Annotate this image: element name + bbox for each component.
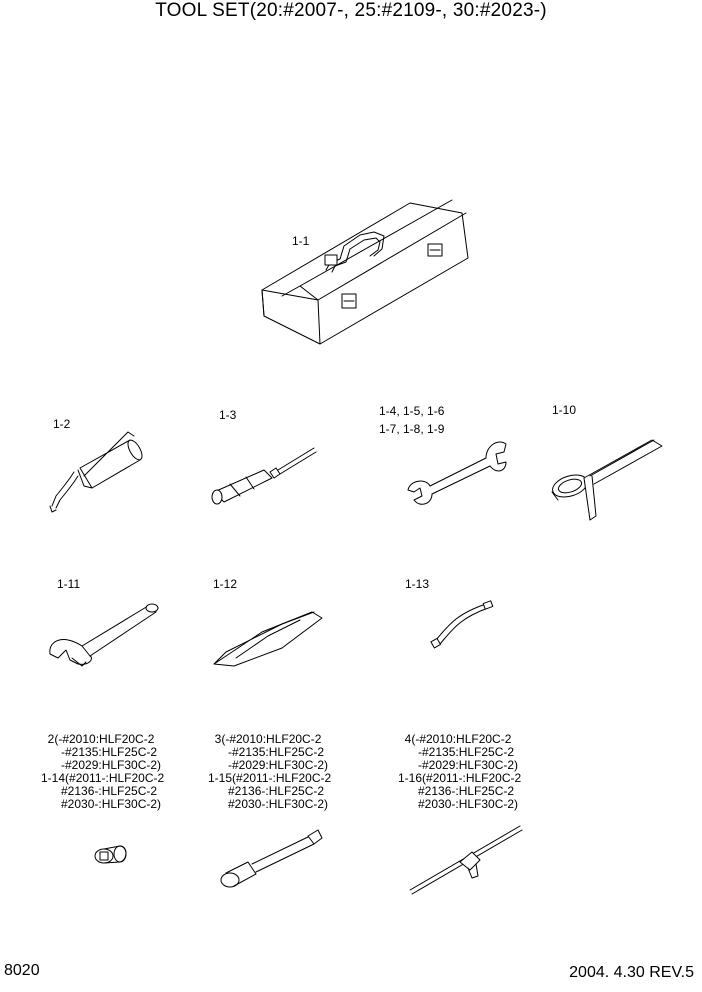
label-1-1: 1-1 bbox=[292, 234, 310, 248]
screwdriver-drawing bbox=[212, 448, 316, 504]
label-1-13: 1-13 bbox=[405, 577, 430, 591]
page-title: TOOL SET(20:#2007-, 25:#2109-, 30:#2023-… bbox=[155, 0, 547, 21]
label-1-10: 1-10 bbox=[552, 403, 577, 417]
extension-bar-drawing bbox=[221, 830, 322, 887]
label-1-11: 1-11 bbox=[57, 577, 81, 591]
t-bar-drawing bbox=[410, 826, 522, 894]
pliers-drawing bbox=[214, 612, 322, 666]
socket-drawing bbox=[95, 846, 126, 863]
label-1-12: 1-12 bbox=[213, 577, 238, 591]
label-1-2: 1-2 bbox=[53, 417, 71, 431]
label-1-4-line1: 1-4, 1-5, 1-6 bbox=[379, 404, 445, 418]
note-1-16: 4(-#2010:HLF20C-2 -#2135:HLF25C-2 -#2029… bbox=[398, 732, 522, 811]
revision-date: 2004. 4.30 REV.5 bbox=[569, 964, 694, 981]
grease-gun-drawing bbox=[50, 432, 145, 512]
wrench-drawing bbox=[408, 442, 506, 504]
label-1-3: 1-3 bbox=[219, 408, 237, 422]
note-1-15: 3(-#2010:HLF20C-2 -#2135:HLF25C-2 -#2029… bbox=[208, 732, 332, 811]
adjustable-wrench-drawing bbox=[50, 604, 158, 666]
note-1-14: 2(-#2010:HLF20C-2 -#2135:HLF25C-2 -#2029… bbox=[41, 732, 165, 811]
page-number: 8020 bbox=[4, 962, 40, 979]
filter-wrench-drawing bbox=[550, 440, 662, 520]
toolbox-drawing bbox=[262, 200, 468, 344]
grease-hose-drawing bbox=[431, 601, 493, 648]
label-1-4-line2: 1-7, 1-8, 1-9 bbox=[379, 422, 445, 436]
